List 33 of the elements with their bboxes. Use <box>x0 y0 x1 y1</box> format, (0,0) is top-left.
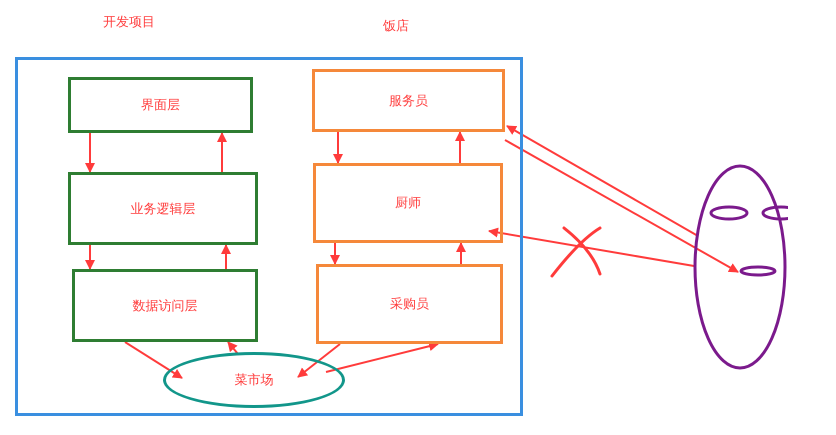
arrow <box>221 244 231 269</box>
arrow <box>455 131 465 163</box>
heading-label: 饭店 <box>383 18 409 35</box>
arrow <box>333 132 343 164</box>
node-label: 采购员 <box>390 296 429 313</box>
arrow <box>506 125 698 237</box>
arrow <box>330 243 340 265</box>
node-label: 厨师 <box>395 195 421 212</box>
market-ellipse <box>163 352 345 408</box>
node-label: 数据访问层 <box>132 298 198 314</box>
arrow <box>326 341 439 373</box>
arrow <box>227 341 239 355</box>
arrow <box>85 133 95 173</box>
role-box <box>316 264 503 344</box>
layer-box <box>68 77 253 133</box>
layer-box <box>72 269 258 342</box>
role-box <box>313 163 503 243</box>
arrow <box>456 242 466 264</box>
node-label: 服务员 <box>389 92 428 110</box>
arrow <box>504 139 739 273</box>
arrow <box>488 228 694 267</box>
node-label: 界面层 <box>141 97 180 114</box>
arrow <box>297 343 341 378</box>
face-drawing <box>692 163 788 371</box>
frame-box <box>15 57 523 416</box>
node-label: 业务逻辑层 <box>130 200 196 218</box>
heading-label: 开发项目 <box>103 14 155 31</box>
layer-box <box>68 172 258 245</box>
role-box <box>312 69 505 132</box>
arrow <box>85 245 95 270</box>
node-label: 菜市场 <box>234 372 274 389</box>
arrow <box>124 341 183 379</box>
arrow <box>217 132 227 172</box>
